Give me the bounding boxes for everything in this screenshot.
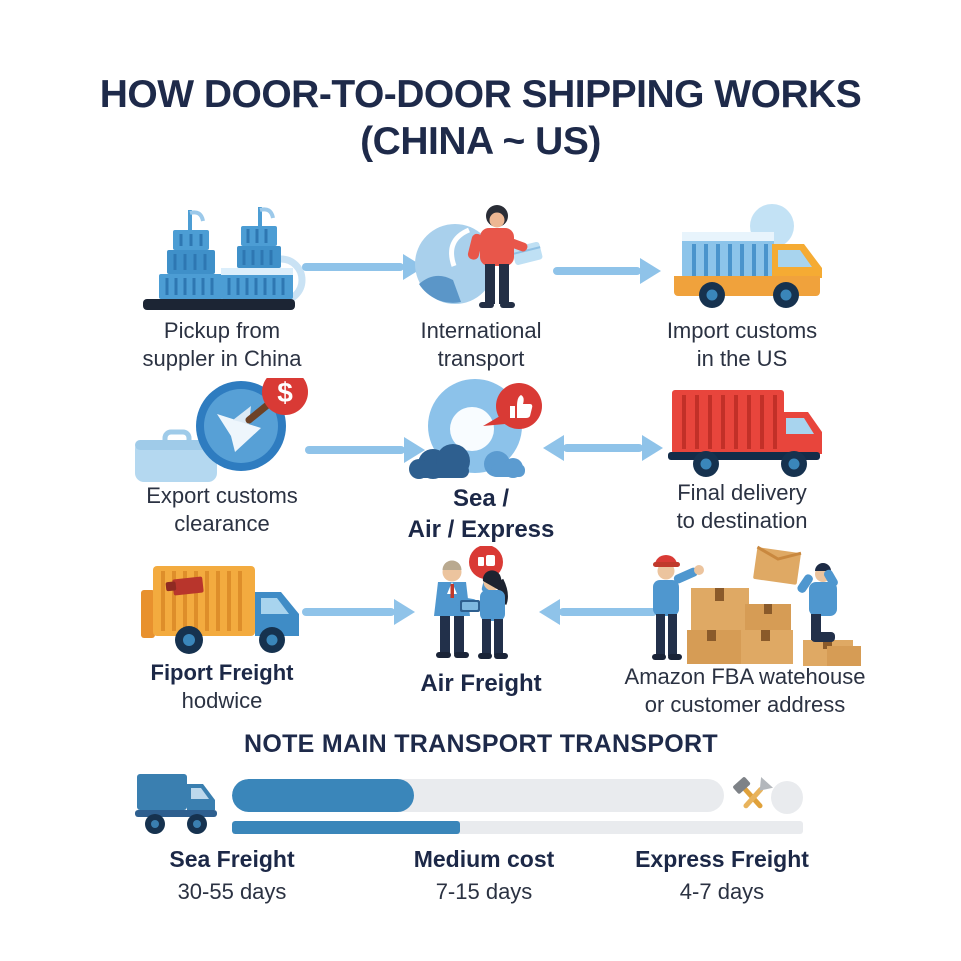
warehouse-boxes-icon bbox=[652, 545, 861, 666]
note-col-express-freight: Express Freight 4-7 days bbox=[635, 846, 809, 904]
label-import-customs: Import customs in the US bbox=[666, 318, 818, 372]
label-international-transport: International transport bbox=[420, 318, 542, 372]
title-line-2: (CHINA ~ US) bbox=[360, 119, 601, 163]
cost-bar bbox=[232, 779, 724, 812]
arrow-row2-step1-step2 bbox=[305, 437, 425, 463]
arrow-row3-step1-step2 bbox=[302, 599, 415, 625]
truck-icon bbox=[135, 774, 217, 834]
factory-port-icon bbox=[143, 207, 306, 310]
label-final-delivery: Final delivery to destination bbox=[676, 480, 808, 534]
note-col-sea-freight: Sea Freight 30-55 days bbox=[169, 846, 295, 904]
agents-approval-icon bbox=[434, 546, 508, 659]
label-pickup: Pickup from suppler in China bbox=[142, 318, 302, 372]
arrow-row1-step1-step2 bbox=[302, 254, 424, 280]
label-amazon-fba: Amazon FBA watehouse or customer address bbox=[624, 664, 866, 718]
label-fiport-freight: Fiport Freight hodwice bbox=[150, 660, 294, 714]
label-sea-air-express: Sea / Air / Express bbox=[407, 485, 555, 543]
time-bar bbox=[232, 821, 803, 834]
cargo-van-icon bbox=[141, 566, 299, 654]
note-heading: NOTE MAIN TRANSPORT TRANSPORT bbox=[244, 730, 718, 758]
label-export-customs: Export customs clearance bbox=[146, 483, 298, 537]
arrow-row1-step2-step3 bbox=[553, 258, 661, 284]
globe-transport-icon bbox=[409, 379, 542, 479]
customs-dollar-icon: $ bbox=[135, 378, 308, 482]
arrow-row2-step2-step3-double bbox=[543, 435, 663, 461]
time-bar-fill bbox=[232, 821, 461, 834]
delivery-truck-icon bbox=[668, 390, 822, 477]
page-title: HOW DOOR-TO-DOOR SHIPPING WORKS (CHINA ~… bbox=[51, 72, 911, 166]
globe-person-icon bbox=[415, 205, 543, 308]
dollar-sign: $ bbox=[277, 378, 293, 408]
container-truck-icon bbox=[674, 204, 822, 308]
label-air-freight: Air Freight bbox=[420, 670, 542, 697]
cost-bar-fill bbox=[232, 779, 415, 812]
note-col-medium-cost: Medium cost 7-15 days bbox=[413, 846, 555, 904]
title-line-1: HOW DOOR-TO-DOOR SHIPPING WORKS bbox=[99, 73, 862, 116]
placeholder-circle bbox=[771, 781, 803, 814]
crossed-tools-icon bbox=[733, 777, 773, 809]
arrow-row3-step3-step2 bbox=[539, 599, 657, 625]
